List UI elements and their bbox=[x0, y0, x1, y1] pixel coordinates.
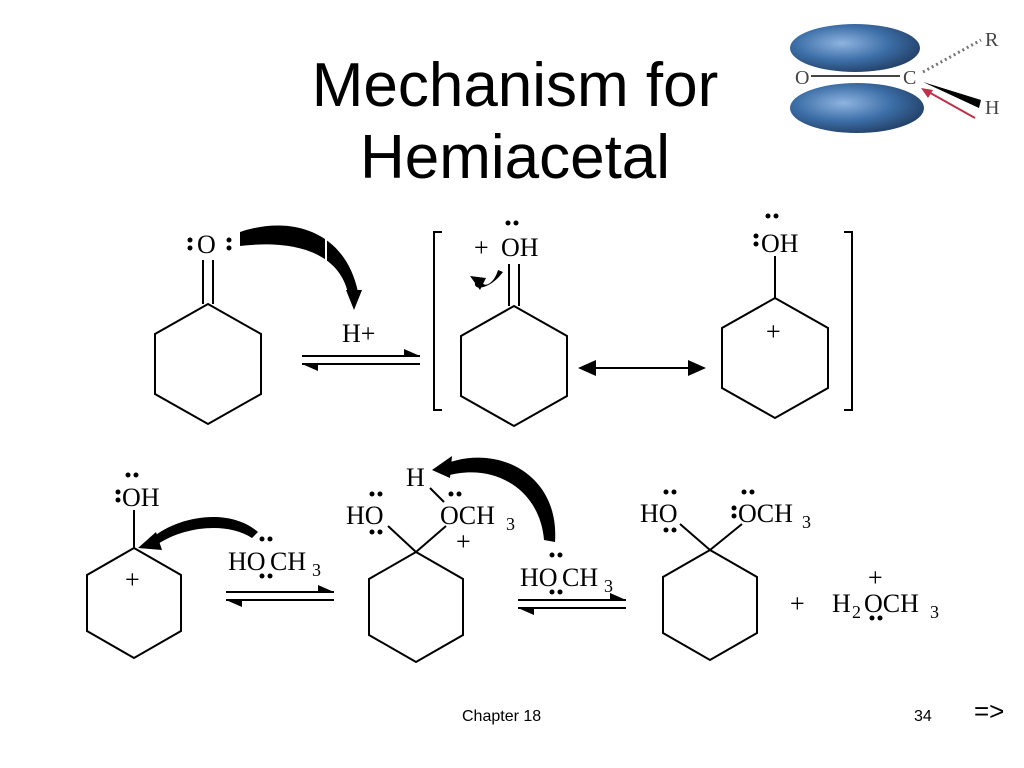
h-wedge-bond bbox=[923, 82, 981, 108]
protonated-methanol: + H 2 OCH 3 bbox=[832, 563, 939, 622]
carbocation-oh: OH bbox=[761, 229, 799, 258]
cation-plus: + bbox=[125, 565, 140, 594]
nucleophile-approach-arrow bbox=[924, 89, 976, 119]
methanol-2-ch: CH bbox=[562, 563, 598, 592]
product-sub: 3 bbox=[802, 512, 811, 532]
reagent-h-plus: H+ bbox=[342, 319, 375, 348]
byproduct-h: H bbox=[832, 589, 851, 618]
plus-sign: + bbox=[790, 589, 805, 618]
orbital-illustration: O C R H bbox=[790, 24, 999, 133]
upper-pi-lobe bbox=[790, 24, 920, 72]
carbonyl-oxygen: O bbox=[197, 230, 216, 259]
oxonium-intermediate: HO OCH 3 H + bbox=[346, 463, 515, 664]
oxonium-h: H bbox=[406, 463, 425, 492]
cation-oh: OH bbox=[122, 483, 160, 512]
carbocation-plus: + bbox=[766, 317, 781, 346]
orbital-label-o: O bbox=[795, 67, 809, 89]
product-och: OCH bbox=[738, 499, 793, 528]
carbocation-left: OH + bbox=[86, 472, 182, 660]
orbital-label-c: C bbox=[903, 67, 916, 89]
product-ho: HO bbox=[640, 499, 678, 528]
equilibrium-arrow-3 bbox=[518, 593, 626, 615]
bracket-left bbox=[433, 231, 442, 411]
methanol-2-ho: HO bbox=[520, 563, 558, 592]
cyclohexanone: O bbox=[154, 230, 262, 426]
oxonium-sub: 3 bbox=[506, 514, 515, 534]
bracket-right bbox=[844, 231, 853, 411]
methanol-1-sub: 3 bbox=[312, 560, 321, 580]
hemiacetal-product: HO OCH 3 bbox=[640, 489, 811, 662]
methanol-reagent-2: HO CH 3 bbox=[520, 552, 613, 596]
deprotonation-arrow bbox=[436, 457, 556, 542]
title-line-2: Hemiacetal bbox=[359, 123, 671, 192]
next-slide-link[interactable]: => bbox=[974, 696, 1005, 726]
byproduct-sub-2: 2 bbox=[852, 602, 861, 622]
byproduct-sub-3: 3 bbox=[930, 602, 939, 622]
footer-page-number: 34 bbox=[914, 708, 932, 725]
title-line-1: Mechanism for bbox=[311, 51, 719, 120]
slide-title: Mechanism for Hemiacetal bbox=[250, 50, 780, 194]
equilibrium-arrow-2 bbox=[226, 585, 334, 607]
oxonium-plus: + bbox=[456, 527, 471, 556]
oxonium-och: OCH bbox=[440, 501, 495, 530]
methanol-2-sub: 3 bbox=[604, 576, 613, 596]
lower-pi-lobe bbox=[790, 83, 924, 133]
methanol-reagent-1: HO CH 3 bbox=[228, 536, 321, 580]
orbital-label-r: R bbox=[985, 29, 999, 51]
oxonium-plus: + bbox=[474, 233, 489, 262]
byproduct-och: OCH bbox=[864, 589, 919, 618]
approach-arrow-head bbox=[921, 88, 933, 98]
orbital-label-h: H bbox=[985, 97, 999, 119]
carbocation-resonance: OH + bbox=[721, 213, 829, 420]
r-hashed-bond bbox=[922, 38, 982, 74]
methanol-1-ch: CH bbox=[270, 547, 306, 576]
byproduct-plus: + bbox=[868, 563, 883, 592]
resonance-arrow bbox=[578, 360, 706, 376]
cyclohexane-ring bbox=[154, 302, 262, 426]
oxonium-ho: HO bbox=[346, 501, 384, 530]
protonated-oh: OH bbox=[501, 233, 539, 262]
protonation-arrow bbox=[240, 225, 358, 293]
nucleophilic-attack-arrow bbox=[152, 517, 258, 544]
equilibrium-arrow-1 bbox=[302, 349, 420, 371]
footer-chapter: Chapter 18 bbox=[462, 708, 542, 725]
protonated-carbonyl: + OH bbox=[460, 220, 568, 428]
methanol-1-ho: HO bbox=[228, 547, 266, 576]
